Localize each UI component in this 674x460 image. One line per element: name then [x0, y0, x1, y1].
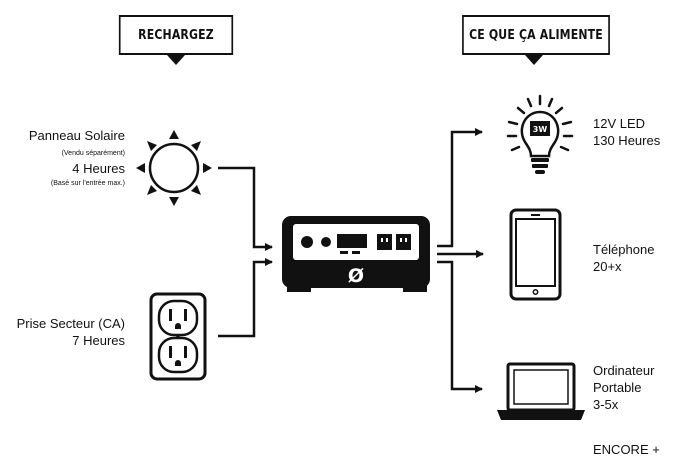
phone-line2: 20+x: [593, 259, 622, 274]
power-station-icon: Ø: [282, 216, 430, 292]
solar-text: Panneau Solaire (Vendu séparément) 4 Heu…: [29, 127, 125, 188]
laptop-line3: 3-5x: [593, 397, 619, 412]
more-text: ENCORE +: [593, 442, 660, 457]
recharge-header-pointer: [167, 55, 185, 65]
solar-title: Panneau Solaire: [28, 128, 125, 143]
bulb-text: 12V LED 130 Heures: [593, 115, 660, 149]
laptop-text: Ordinateur Portable 3-5x: [593, 362, 654, 413]
bulb-output-line: [437, 128, 483, 248]
solar-note: (Vendu séparément): [61, 150, 125, 157]
powers-header: CE QUE ÇA ALIMENTE: [462, 15, 610, 55]
outlet-duration: 7 Heures: [72, 333, 125, 348]
powers-header-label: CE QUE ÇA ALIMENTE: [469, 27, 603, 43]
smartphone-icon: [509, 208, 562, 301]
outlet-title: Prise Secteur (CA): [16, 316, 125, 331]
recharge-header-label: RECHARGEZ: [138, 27, 214, 43]
bulb-line1: 12V LED: [593, 116, 646, 131]
laptop-output-line: [437, 260, 483, 393]
solar-footnote: (Basé sur l'entrée max.): [50, 180, 125, 187]
solar-duration: 4 Heures: [72, 161, 125, 176]
bulb-badge: 3W: [533, 125, 548, 134]
wall-outlet-icon: [149, 292, 207, 381]
laptop-line1: Ordinateur: [593, 363, 655, 378]
phone-line1: Téléphone: [593, 242, 655, 257]
solar-input-line: [218, 166, 273, 251]
phone-text: Téléphone 20+x: [593, 241, 654, 275]
outlet-text: Prise Secteur (CA) 7 Heures: [17, 315, 125, 349]
recharge-header: RECHARGEZ: [118, 15, 234, 55]
laptop-line2: Portable: [593, 380, 642, 395]
laptop-icon: [497, 362, 585, 420]
bulb-line2: 130 Heures: [593, 133, 661, 148]
light-bulb-icon: 3W: [506, 94, 574, 174]
device-logo: Ø: [348, 265, 364, 287]
powers-header-pointer: [525, 55, 543, 65]
outlet-input-line: [218, 258, 273, 338]
sun-icon: [136, 130, 212, 206]
